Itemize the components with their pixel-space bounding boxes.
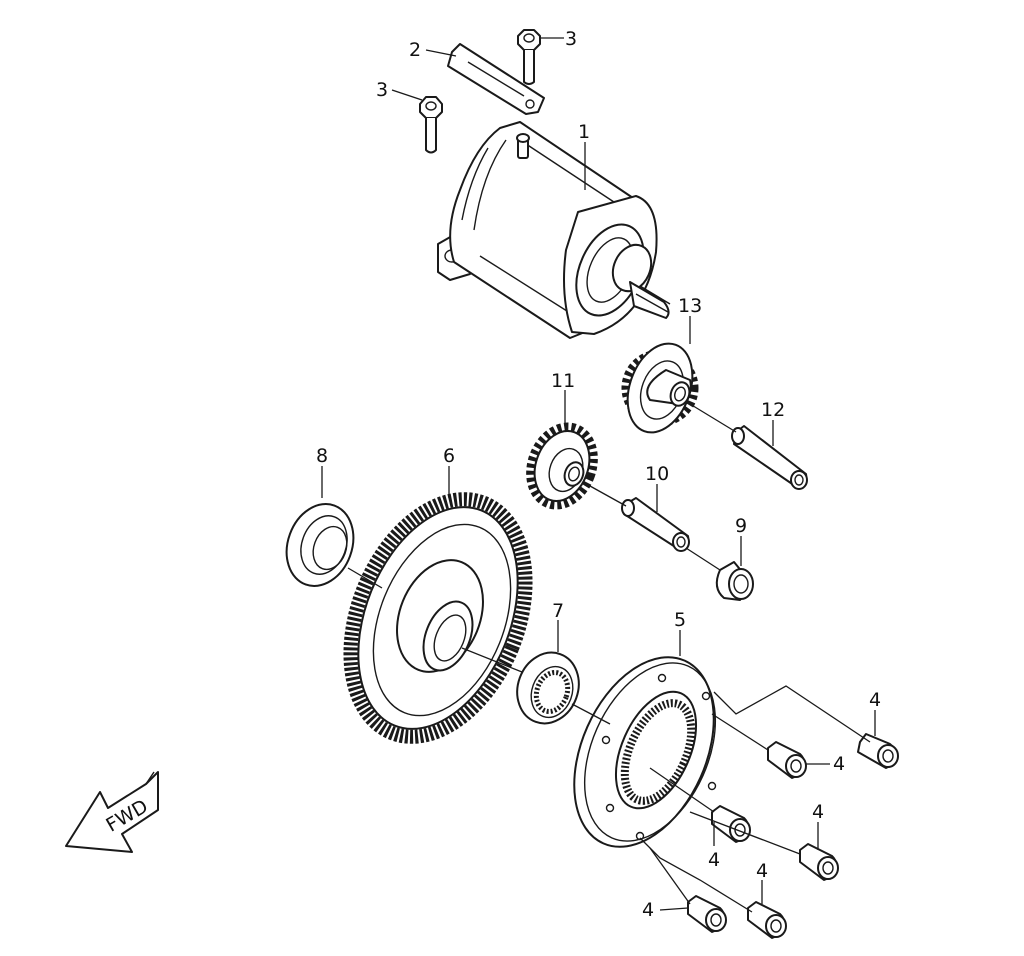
callout-4-bottom-right: 4 bbox=[756, 860, 768, 882]
bolt-top-left bbox=[419, 96, 443, 154]
bolt-top-right bbox=[517, 29, 541, 85]
callout-9: 9 bbox=[735, 515, 747, 537]
callout-labels: 1 2 3 3 13 11 12 10 9 8 6 7 5 4 4 4 4 4 … bbox=[316, 28, 881, 921]
callout-4-lower-left: 4 bbox=[708, 849, 720, 871]
seal-ring-8 bbox=[285, 503, 355, 587]
bolt-4a bbox=[857, 733, 899, 769]
bolt-4e bbox=[687, 895, 727, 933]
callout-12: 12 bbox=[761, 399, 785, 421]
callout-1: 1 bbox=[578, 121, 590, 143]
bolt-4b bbox=[767, 741, 807, 779]
callout-7: 7 bbox=[552, 600, 564, 622]
shaft-12 bbox=[731, 425, 808, 490]
idle-gear-13 bbox=[621, 342, 699, 434]
bolt-4c bbox=[711, 805, 751, 843]
small-gear-11 bbox=[526, 422, 598, 510]
callout-11: 11 bbox=[551, 370, 575, 392]
callout-4-mid: 4 bbox=[833, 753, 845, 775]
assembly-lines bbox=[347, 403, 871, 913]
needle-bearing-7 bbox=[516, 651, 580, 725]
bracket-plate bbox=[447, 43, 545, 115]
spacer-9 bbox=[715, 561, 754, 601]
one-way-clutch-5 bbox=[573, 656, 717, 848]
large-gear-6 bbox=[343, 492, 533, 744]
bolt-4d bbox=[799, 843, 839, 881]
callout-2: 2 bbox=[409, 39, 421, 61]
callout-4-top: 4 bbox=[869, 689, 881, 711]
callout-13: 13 bbox=[678, 295, 702, 317]
callout-4-lower-right: 4 bbox=[812, 801, 824, 823]
fwd-arrow-icon: FWD bbox=[65, 771, 159, 853]
callout-10: 10 bbox=[645, 463, 669, 485]
callout-3-right: 3 bbox=[565, 28, 577, 50]
starter-motor bbox=[437, 121, 671, 339]
callout-4-bottom-left: 4 bbox=[642, 899, 654, 921]
callout-leaders bbox=[321, 37, 876, 911]
bolt-4f bbox=[747, 901, 787, 939]
callout-5: 5 bbox=[674, 609, 686, 631]
callout-3-left: 3 bbox=[376, 79, 388, 101]
callout-6: 6 bbox=[443, 445, 455, 467]
shaft-10 bbox=[621, 497, 690, 552]
callout-8: 8 bbox=[316, 445, 328, 467]
